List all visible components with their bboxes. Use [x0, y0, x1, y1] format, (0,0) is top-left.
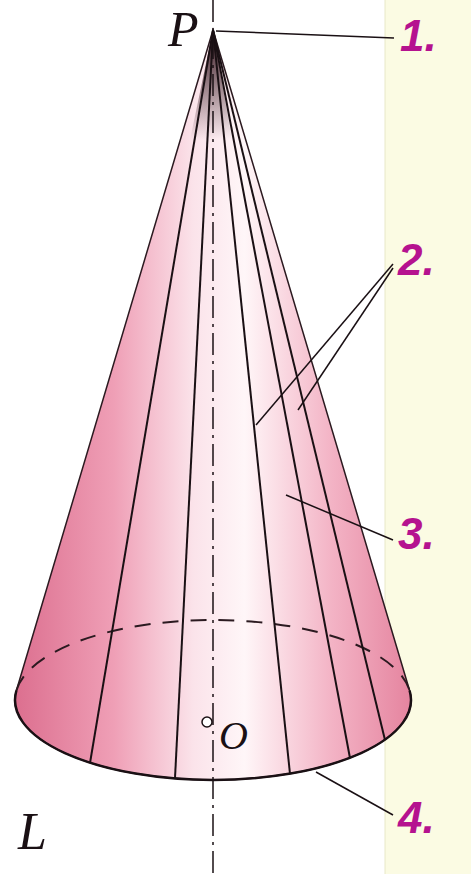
- base-letter: L: [18, 806, 47, 858]
- leader-line: [298, 268, 393, 410]
- leader-lines: [216, 31, 394, 815]
- generator: [213, 30, 290, 774]
- leader-line: [286, 495, 393, 540]
- leader-line: [216, 31, 394, 38]
- center-letter: O: [219, 716, 248, 756]
- generator: [175, 30, 213, 778]
- leader-line: [316, 772, 393, 815]
- generators: [90, 30, 385, 778]
- leader-line: [256, 264, 393, 425]
- callout-number: 3.: [398, 512, 435, 556]
- callout-number: 1.: [400, 14, 437, 58]
- axis-line: [212, 0, 214, 874]
- generator: [213, 30, 385, 740]
- strip-edge: [385, 0, 386, 874]
- apex-letter: P: [168, 4, 199, 54]
- callout-number: 2.: [398, 238, 435, 282]
- center-point: [202, 717, 212, 727]
- side-strip: [385, 0, 471, 874]
- callout-number: 4.: [398, 796, 435, 840]
